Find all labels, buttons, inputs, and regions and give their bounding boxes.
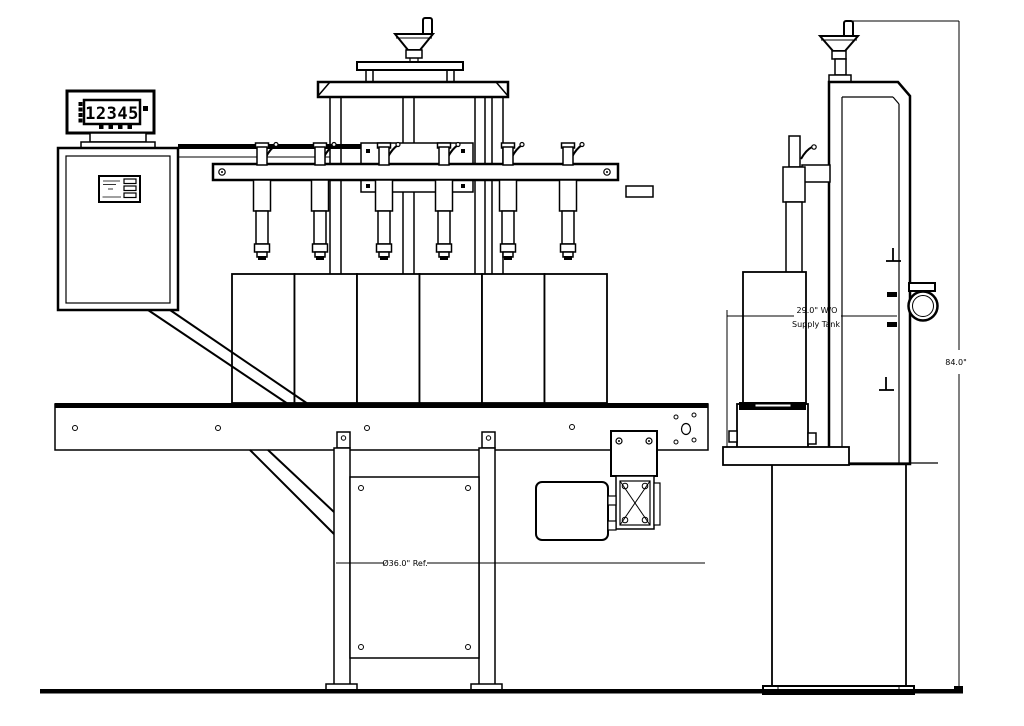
motor-body [535,481,609,541]
filling-nozzle [498,141,525,261]
counter-stand [89,132,147,143]
motor-shaft [607,495,617,506]
floor-line [40,689,963,694]
machine-base [722,446,938,695]
counter-window [82,98,142,126]
label-button [123,185,137,192]
crank-hub [405,49,423,59]
base-platform [722,446,850,466]
container [418,273,483,404]
front-view: 12345 [54,17,709,693]
drive-box [728,402,817,450]
column-bolt [887,292,897,297]
knob-mount [908,282,936,292]
lower-panel [349,476,480,659]
container-row [231,273,608,404]
column-bolt [887,322,897,327]
belt-surface [55,403,708,408]
filling-nozzle [310,141,337,261]
support-brace [147,309,289,405]
head-beam [316,80,510,99]
leg-brace [267,449,335,513]
label-button [123,178,137,185]
filling-nozzle [558,141,585,261]
side-column [827,80,912,466]
label-plate [98,175,141,203]
dimension-wo-supply-tank: 29.0" W/O Supply Tank [726,306,897,447]
support-brace [169,309,309,405]
container [543,273,608,404]
conveyor-leg [325,431,358,693]
crank-shaft [834,58,847,76]
box-tab [807,432,817,445]
container [231,273,296,404]
crank-hub [831,50,847,60]
table-frame [54,403,709,451]
conveyor-table [54,309,709,693]
top-rail [178,144,368,158]
overall-height-label: 84.0" [945,358,967,367]
box-tab [728,430,738,443]
counter-value: 12345 [85,104,139,124]
wo-supply-tank-label-1: 29.0" W/O [797,306,838,315]
gearbox [615,475,661,530]
leg-brace [249,449,335,535]
drive-assembly [535,430,661,541]
dimension-overall-height: 84.0" [852,20,967,692]
supply-container [742,271,807,404]
container [293,273,358,404]
dimension-ref-width: Ø36.0" Ref. [336,558,705,568]
side-crank-handle [817,20,861,84]
clamp-knob [907,282,939,322]
crank-handle [392,17,436,62]
nozzle-bracket [801,164,831,183]
control-cabinet [56,146,180,312]
side-view: 29.0" W/O Supply Tank 84.0" [722,20,967,695]
container [356,273,421,404]
container [481,273,546,404]
label-button [123,192,137,199]
nozzle-bar [211,162,654,198]
digital-counter: 12345 [65,89,156,149]
ref-width-label: Ø36.0" Ref. [382,558,427,568]
counter-indicator [143,106,148,111]
filling-nozzle [252,141,279,261]
subframe-bar [356,61,464,71]
wo-supply-tank-label-2: Supply Tank [792,320,840,329]
gantry-frame [316,17,510,274]
bar-bracket [625,185,654,198]
motor-shaft [607,520,617,531]
